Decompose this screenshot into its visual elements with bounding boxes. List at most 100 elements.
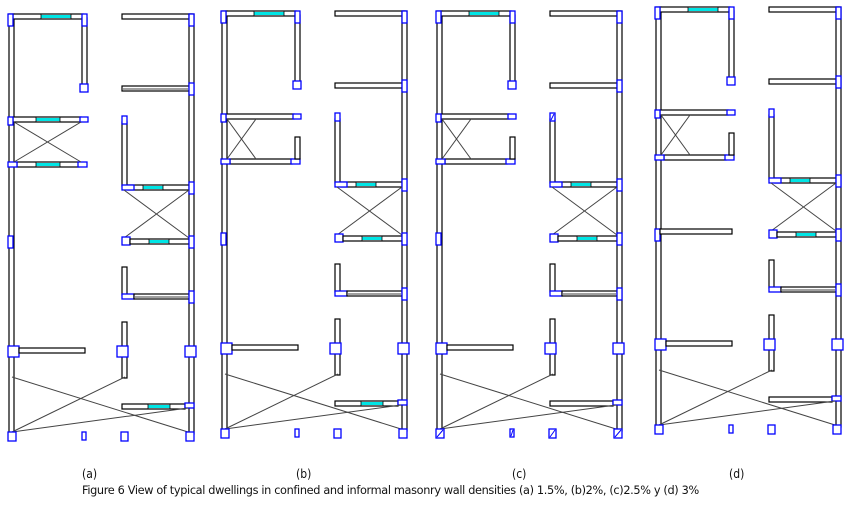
wall [121, 266, 128, 296]
column [616, 10, 623, 24]
column [120, 431, 129, 442]
wall [221, 10, 228, 432]
window [577, 237, 597, 240]
wall [728, 132, 735, 156]
window [149, 240, 169, 243]
wall [549, 82, 618, 89]
wall [334, 118, 341, 184]
wall [8, 13, 15, 435]
column [188, 13, 195, 27]
opening-diagonal [224, 373, 402, 430]
column [401, 178, 408, 192]
wall [549, 400, 614, 407]
column [7, 235, 14, 249]
window [362, 237, 382, 240]
column [724, 154, 735, 161]
column [401, 287, 408, 301]
column [398, 428, 408, 439]
window [41, 15, 71, 18]
window [254, 12, 284, 15]
wall [444, 158, 508, 165]
column [292, 113, 302, 120]
figure-caption: Figure 6 View of typical dwellings in co… [82, 484, 699, 497]
column [188, 290, 195, 304]
column [401, 10, 408, 24]
column [121, 184, 135, 191]
opening-diagonal [11, 376, 189, 433]
wall [665, 340, 733, 347]
informal-wall [563, 293, 616, 295]
wall [659, 109, 729, 116]
column [294, 10, 301, 24]
column [549, 290, 563, 297]
opening-diagonal [224, 404, 402, 430]
column [616, 287, 623, 301]
column [654, 154, 665, 161]
opening-diagonal [336, 186, 403, 236]
wall [334, 10, 406, 17]
opening-diagonal [660, 114, 691, 156]
wall [655, 6, 662, 428]
column [290, 158, 301, 165]
window [796, 233, 816, 236]
column [220, 232, 227, 246]
opening-diagonal [770, 182, 837, 232]
column [188, 181, 195, 195]
informal-wall [123, 88, 188, 90]
column [7, 345, 20, 358]
wall [768, 78, 837, 85]
window [148, 405, 170, 408]
column [435, 232, 442, 246]
column [831, 395, 842, 402]
column [612, 342, 625, 355]
column [728, 424, 734, 434]
informal-wall [135, 296, 188, 298]
column [220, 428, 230, 439]
wall [401, 10, 408, 432]
window [571, 183, 591, 186]
wall [436, 10, 443, 432]
wall [549, 10, 621, 17]
wall [121, 121, 128, 187]
column [81, 13, 88, 27]
column [835, 228, 842, 242]
column [220, 10, 227, 24]
window [688, 8, 718, 11]
column [121, 115, 128, 125]
column [184, 402, 195, 409]
column [188, 82, 195, 96]
wall [294, 136, 301, 160]
opening-diagonal [11, 376, 126, 433]
panel-label-d: (d) [729, 467, 745, 481]
opening-diagonal [658, 400, 836, 426]
column [116, 345, 129, 358]
column [334, 181, 348, 188]
column [616, 79, 623, 93]
column [121, 293, 135, 300]
column [435, 113, 442, 123]
column [507, 113, 517, 120]
column [79, 116, 89, 123]
column [185, 431, 195, 442]
column [549, 181, 563, 188]
column [835, 75, 842, 89]
informal-wall [782, 289, 835, 291]
opening-diagonal [658, 369, 773, 426]
column [333, 428, 342, 439]
column [616, 232, 623, 246]
column [768, 108, 775, 118]
column [401, 232, 408, 246]
column [121, 236, 131, 246]
wall [294, 14, 301, 84]
opening-diagonal [13, 121, 82, 163]
column [832, 424, 842, 435]
opening-diagonal [224, 373, 339, 430]
wall [188, 13, 195, 435]
column [188, 235, 195, 249]
column [726, 76, 736, 86]
column [507, 80, 517, 90]
column [654, 228, 661, 242]
column [835, 283, 842, 297]
wall [334, 263, 341, 293]
column [329, 342, 342, 355]
